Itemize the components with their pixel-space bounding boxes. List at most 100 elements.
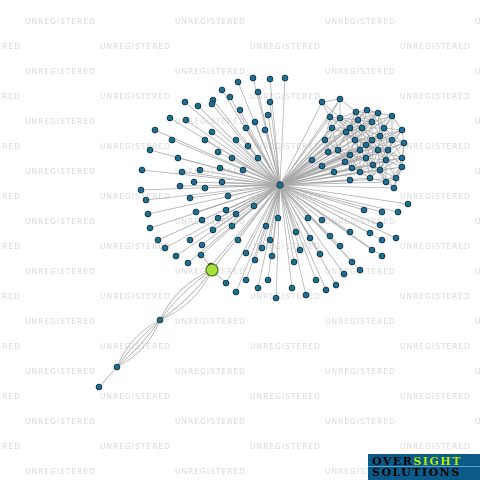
- entity-node: [288, 284, 296, 292]
- edge: [227, 184, 281, 197]
- watermark-text: UNREGISTERED: [400, 342, 471, 351]
- edge: [279, 77, 286, 186]
- entity-node: [348, 258, 356, 266]
- logo-divider: [368, 466, 480, 467]
- entity-node: [378, 252, 386, 260]
- edge: [116, 319, 161, 368]
- entity-node: [378, 208, 386, 216]
- edge: [279, 184, 365, 211]
- entity-node: [174, 154, 182, 162]
- watermark-text: UNREGISTERED: [400, 292, 471, 301]
- edge: [235, 184, 281, 215]
- watermark-text: UNREGISTERED: [250, 42, 321, 51]
- entity-node: [394, 208, 402, 216]
- edge: [279, 184, 323, 221]
- watermark-text: UNREGISTERED: [25, 367, 96, 376]
- entity-node: [366, 229, 374, 237]
- watermark-text: UNREGISTERED: [250, 92, 321, 101]
- entity-node: [290, 258, 298, 266]
- entity-node: [400, 139, 408, 147]
- entity-node: [194, 102, 202, 110]
- edge: [365, 157, 371, 179]
- entity-node: [242, 124, 250, 132]
- watermark-text: UNREGISTERED: [175, 117, 246, 126]
- watermark-text: UNREGISTERED: [250, 142, 321, 151]
- edge: [365, 149, 389, 159]
- edge: [329, 116, 347, 133]
- entity-node: [363, 106, 371, 114]
- entity-node: [281, 74, 289, 82]
- edge: [219, 167, 281, 186]
- watermark-text: UNREGISTERED: [100, 242, 171, 251]
- edge: [201, 184, 281, 246]
- watermark-text: UNREGISTERED: [25, 317, 96, 326]
- watermark-text: UNREGISTERED: [25, 67, 96, 76]
- entity-node: [302, 291, 310, 299]
- watermark-text: UNREGISTERED: [25, 267, 96, 276]
- watermark-text: UNREGISTERED: [0, 442, 21, 451]
- entity-node: [318, 162, 326, 170]
- entity-node: [208, 100, 216, 108]
- entity-node: [198, 241, 206, 249]
- entity-node: [144, 210, 152, 218]
- edge: [159, 269, 213, 321]
- watermark-text: UNREGISTERED: [325, 417, 396, 426]
- entity-node: [374, 109, 382, 117]
- edge: [365, 121, 373, 146]
- watermark-text: UNREGISTERED: [400, 92, 471, 101]
- edge: [329, 116, 351, 129]
- edge: [254, 121, 281, 186]
- watermark-text: UNREGISTERED: [400, 192, 471, 201]
- entity-node: [236, 106, 244, 114]
- edge: [145, 184, 281, 201]
- entity-node: [254, 88, 262, 96]
- entity-node: [326, 232, 334, 240]
- edge: [324, 116, 331, 141]
- entity-node: [274, 214, 282, 222]
- entity-node: [218, 178, 226, 186]
- edge: [279, 184, 345, 275]
- watermark-text: UNREGISTERED: [400, 142, 471, 151]
- watermark-text: UNREGISTERED: [400, 442, 471, 451]
- watermark-text: UNREGISTERED: [100, 92, 171, 101]
- entity-node: [334, 146, 342, 154]
- edge: [189, 184, 281, 199]
- entity-node: [232, 288, 240, 296]
- entity-node: [222, 206, 230, 214]
- entity-node: [318, 216, 326, 224]
- entity-node: [154, 236, 162, 244]
- edge: [279, 177, 371, 186]
- entity-node: [376, 132, 384, 140]
- entity-node: [358, 124, 366, 132]
- entity-node: [362, 154, 370, 162]
- entity-node: [268, 252, 276, 260]
- edge: [329, 98, 341, 118]
- entity-node: [184, 259, 192, 267]
- entity-node: [390, 184, 398, 192]
- edge: [269, 78, 281, 186]
- edge: [383, 127, 405, 144]
- edge: [365, 127, 385, 146]
- edge: [354, 121, 373, 141]
- watermark-text: UNREGISTERED: [0, 292, 21, 301]
- edge: [204, 139, 281, 186]
- edge: [387, 149, 403, 168]
- entity-node: [178, 168, 186, 176]
- edge: [211, 131, 281, 186]
- entity-node: [242, 249, 250, 257]
- edge: [235, 184, 281, 293]
- entity-node: [251, 256, 259, 264]
- watermark-text: UNREGISTERED: [325, 467, 396, 476]
- edge: [279, 184, 297, 233]
- watermark-text: UNREGISTERED: [400, 42, 471, 51]
- edge: [331, 127, 339, 151]
- edge: [275, 184, 281, 299]
- entity-node: [239, 166, 247, 174]
- watermark-text: UNREGISTERED: [475, 317, 480, 326]
- entity-node: [352, 108, 360, 116]
- edge: [279, 149, 339, 186]
- watermark-text: UNREGISTERED: [400, 392, 471, 401]
- watermark-text: UNREGISTERED: [325, 367, 396, 376]
- watermark-text: UNREGISTERED: [25, 167, 96, 176]
